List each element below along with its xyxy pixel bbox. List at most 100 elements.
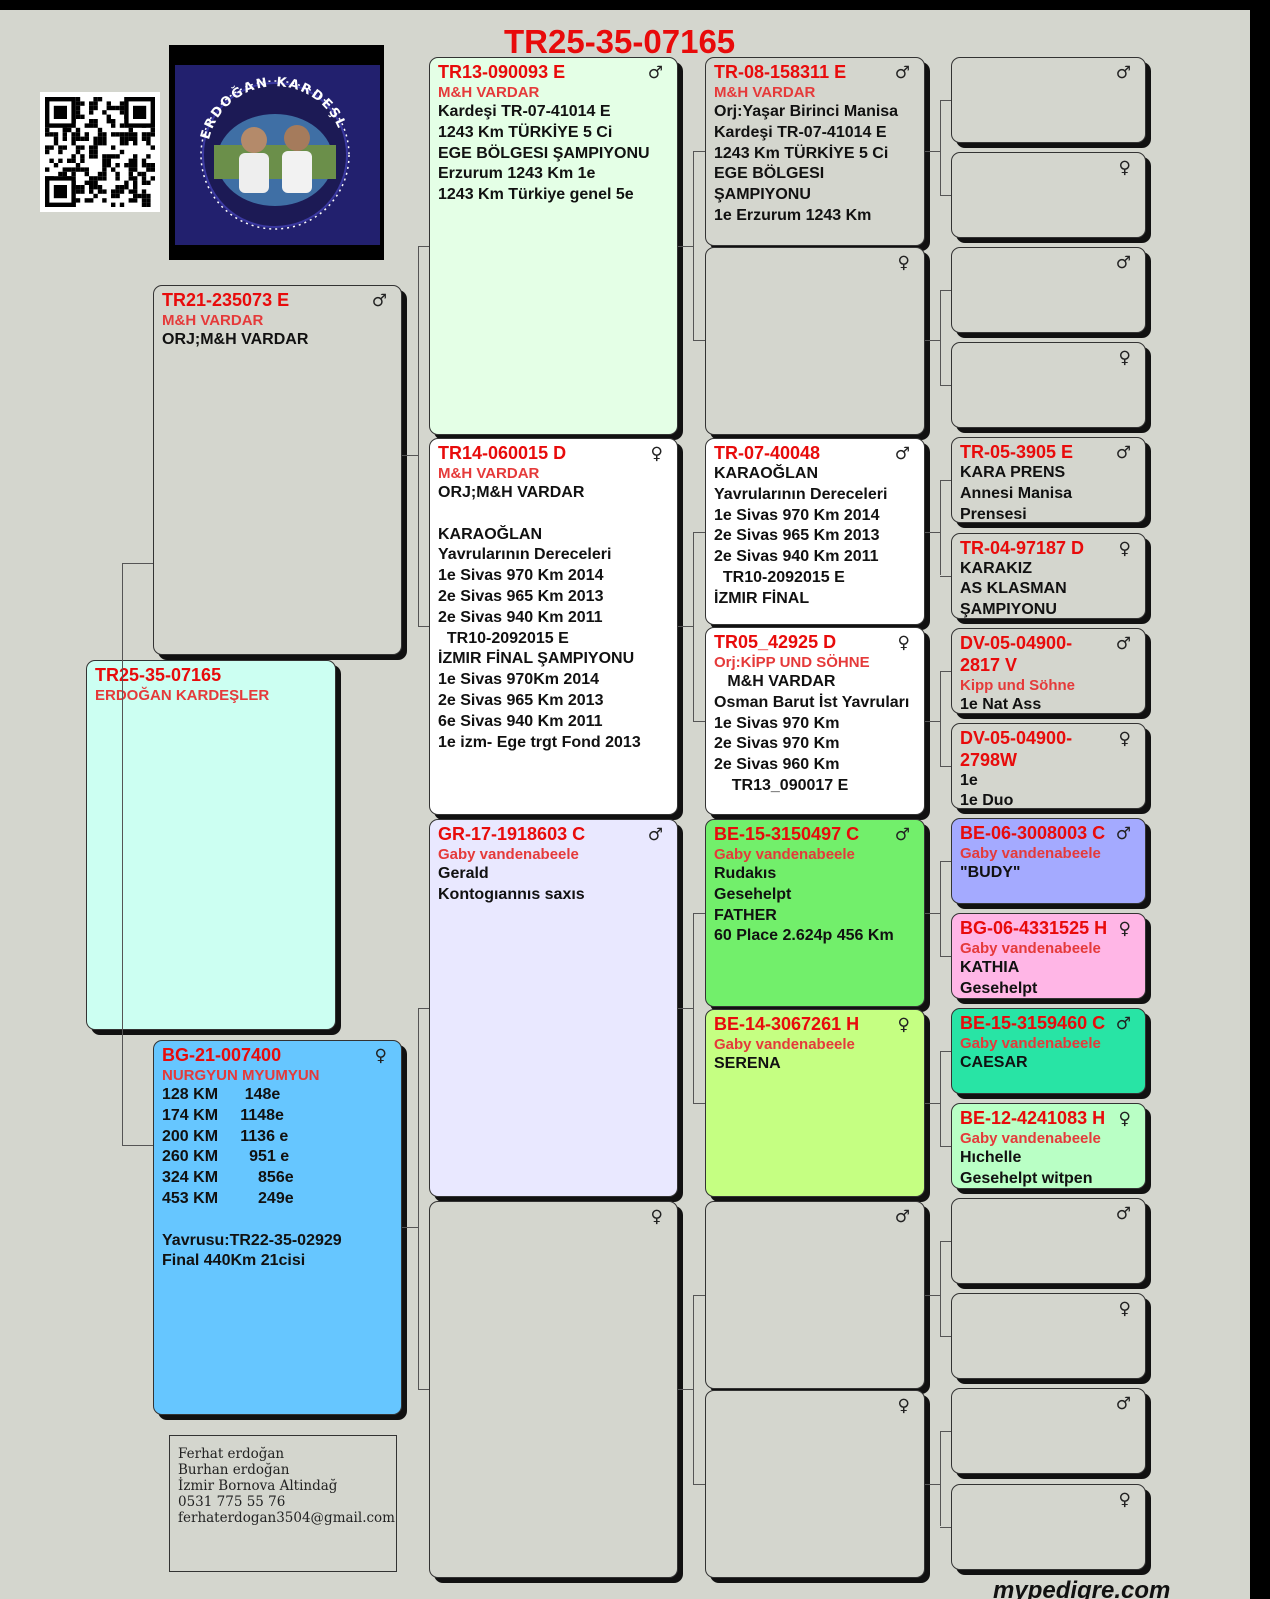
male-symbol-icon: ♂: [371, 291, 387, 311]
card-text-line: ŞAMPIYONU: [960, 601, 1057, 619]
ring-number: TR-07-40048: [714, 443, 821, 463]
card-text-line: 2e Sivas 965 Km 2013: [438, 691, 604, 709]
card-text-line: 1e Erzurum 1243 Km: [714, 206, 872, 224]
pedigree-card-g4-16[interactable]: ♀: [951, 1483, 1146, 1570]
tree-connector: [925, 1103, 940, 1104]
pedigree-card-g4-13[interactable]: ♂: [951, 1198, 1146, 1285]
pedigree-card-ddd[interactable]: ♀: [705, 1390, 925, 1578]
pedigree-card-ssd[interactable]: ♀: [705, 247, 925, 435]
tree-connector: [940, 385, 951, 387]
female-symbol-icon: ♀: [1118, 918, 1131, 939]
card-text-line: İZMIR FİNAL ŞAMPIYONU: [438, 650, 635, 668]
card-text-line: Gerald: [438, 865, 489, 882]
female-symbol-icon: ♀: [1118, 1489, 1131, 1510]
ring-number: BE-06-3008003 C: [960, 822, 1106, 843]
card-text-line: AS KLASMAN: [960, 580, 1067, 598]
ring-number: TR-08-158311 E: [714, 62, 847, 82]
card-text-line: KARA PRENS: [960, 464, 1066, 482]
ring-number: BE-12-4241083 H: [960, 1108, 1106, 1129]
tree-connector: [940, 1146, 951, 1148]
card-text-line: 260 KM 951 e: [162, 1148, 290, 1166]
card-text-line: 1243 Km Türkiye genel 5e: [438, 186, 634, 204]
card-text-line: 1e: [960, 771, 978, 789]
breeder-name: Gaby vandenabeele: [438, 846, 579, 863]
tree-connector: [925, 1484, 940, 1485]
tree-connector: [693, 151, 705, 152]
tree-connector: [122, 563, 123, 1145]
female-symbol-icon: ♀: [1118, 158, 1131, 179]
tree-connector: [940, 670, 941, 766]
tree-connector: [925, 721, 940, 722]
window-edge: [1250, 0, 1270, 1599]
pedigree-card-g4-1[interactable]: ♂: [951, 57, 1146, 143]
card-text-line: 1e izm- Ege trgt Fond 2013: [438, 733, 641, 751]
breeder-name: Orj:KİPP UND SÖHNE: [714, 654, 870, 671]
breeder-name: ERDOĞAN KARDEŞLER: [95, 687, 270, 704]
card-text-line: "BUDY": [960, 863, 1021, 881]
ring-number: TR-05-3905 E: [960, 442, 1074, 463]
ring-number: TR25-35-07165: [95, 665, 222, 685]
card-text-line: 1243 Km TÜRKİYE 5 Ci: [438, 123, 613, 141]
tree-connector: [418, 246, 429, 247]
card-text-line: TR10-2092015 E: [714, 568, 845, 586]
tree-connector: [925, 151, 940, 152]
card-text-line: 2e Sivas 970 Km: [714, 735, 840, 753]
club-logo-graphic: ERDOĞAN KARDEŞLER PIGEON 35: [162, 34, 384, 260]
card-text-line: 2e Sivas 965 Km 2013: [438, 587, 604, 605]
male-symbol-icon: ♂: [1115, 63, 1131, 83]
card-text-line: 2e Sivas 940 Km 2011: [714, 548, 879, 566]
tree-connector: [402, 455, 418, 456]
female-symbol-icon: ♀: [1118, 1299, 1131, 1320]
card-text-line: CAESAR: [960, 1054, 1028, 1071]
pedigree-card-dd[interactable]: ♀: [429, 1201, 678, 1578]
pedigree-card-g4-2[interactable]: ♀: [951, 152, 1146, 239]
tree-connector: [940, 1241, 941, 1337]
tree-connector: [925, 913, 940, 914]
tree-connector: [693, 1295, 694, 1484]
male-symbol-icon: ♂: [1115, 1014, 1131, 1034]
breeder-name: Gaby vandenabeele: [960, 1035, 1101, 1052]
card-text-line: Kardeşi TR-07-41014 E: [714, 123, 887, 141]
card-text-line: Gesehelpt: [960, 979, 1038, 997]
tree-connector: [940, 1051, 951, 1052]
female-symbol-icon: ♀: [1118, 728, 1131, 749]
pedigree-card-g4-15[interactable]: ♂: [951, 1388, 1146, 1475]
breeder-name: Gaby vandenabeele: [960, 939, 1101, 957]
pedigree-title: TR25-35-07165: [504, 23, 736, 60]
tree-connector: [940, 480, 951, 482]
pedigree-card-dds[interactable]: ♂: [705, 1201, 925, 1389]
pedigree-card-g4-4[interactable]: ♀: [951, 342, 1146, 429]
card-text-line: 6e Sivas 940 Km 2011: [438, 712, 603, 730]
tree-connector: [418, 1008, 419, 1389]
pedigree-card-g4-14[interactable]: ♀: [951, 1293, 1146, 1380]
female-symbol-icon: ♀: [897, 253, 910, 273]
pedigree-card-g4-3[interactable]: ♂: [951, 247, 1146, 334]
tree-connector: [940, 290, 941, 386]
card-text-line: KARAKIZ: [960, 559, 1032, 577]
tree-connector: [693, 721, 705, 722]
card-text-line: 1243 Km TÜRKİYE 5 Ci: [714, 144, 889, 162]
card-text-line: KARAOĞLAN: [714, 465, 818, 482]
tree-connector: [693, 913, 705, 914]
tree-connector: [693, 913, 694, 1103]
breeder-name: M&H VARDAR: [714, 84, 816, 101]
